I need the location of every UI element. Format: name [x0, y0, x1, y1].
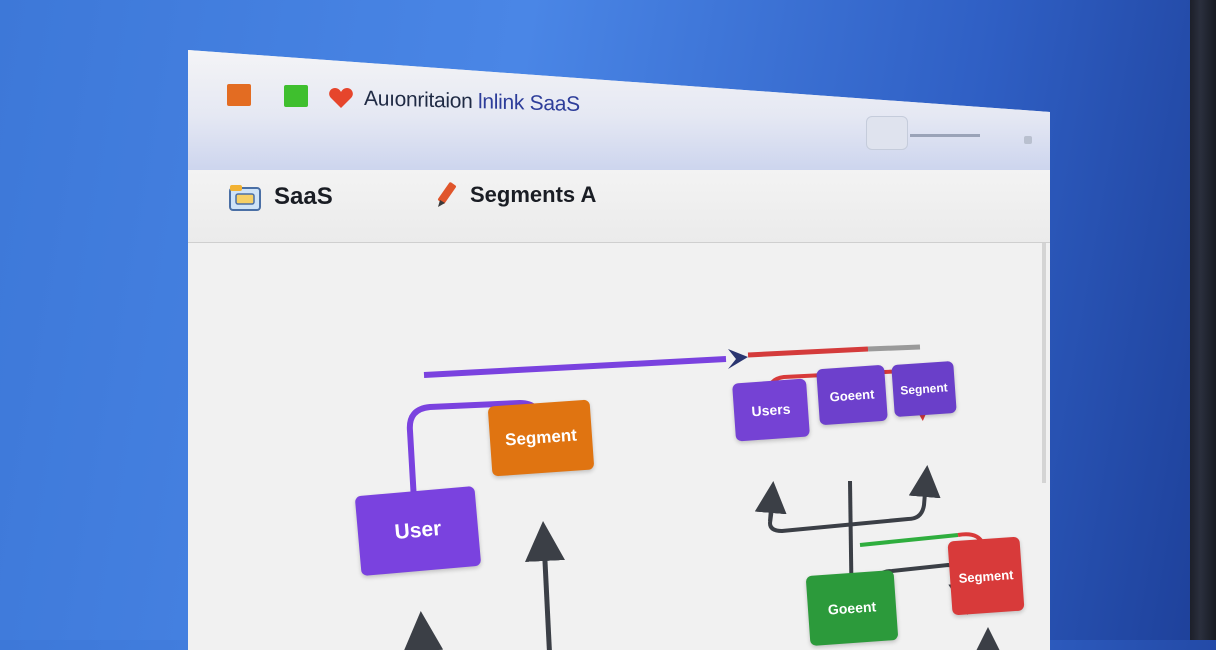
arrowhead-icon — [728, 349, 748, 369]
dark-loop-arrow — [767, 465, 941, 534]
node-users[interactable]: Users — [732, 378, 810, 442]
search-box[interactable] — [866, 116, 908, 150]
flow-canvas[interactable]: User Segment Users Goeent Segnent Goeent… — [188, 243, 1050, 650]
node-segment-small[interactable]: Segnent — [891, 360, 957, 418]
tab-bar: SaaS Segments A — [188, 170, 1050, 243]
tab-segments[interactable]: Segments A — [434, 180, 596, 210]
folder-icon — [229, 185, 261, 211]
pencil-icon — [438, 182, 456, 207]
title-bar: Auıonritaion lnlink SaaS — [188, 50, 1050, 170]
tab-saas[interactable]: SaaS — [228, 182, 333, 212]
heart-icon — [329, 88, 353, 108]
top-flow-line — [423, 356, 727, 378]
monitor-bezel — [1190, 0, 1216, 640]
node-user[interactable]: User — [354, 485, 482, 577]
top-flow-red-line — [747, 346, 869, 358]
orange-square-icon[interactable] — [227, 84, 251, 106]
top-flow-gray-line — [867, 344, 921, 352]
green-square-icon[interactable] — [284, 85, 308, 107]
window-title-main: Auıonritaion — [364, 86, 473, 114]
tab-saas-label: SaaS — [274, 183, 333, 210]
toolbar-slider[interactable] — [910, 134, 980, 137]
green-connector-line — [859, 533, 959, 547]
node-segment[interactable]: Segment — [487, 399, 595, 477]
dark-loop-left-head — [754, 481, 787, 522]
vertical-scrollbar[interactable] — [1042, 243, 1046, 483]
window-title: Auıonritaion lnlink SaaS — [364, 87, 580, 117]
tab-segments-label: Segments A — [470, 182, 597, 207]
flow-connectors — [403, 344, 1004, 650]
node-content-bottom[interactable]: Goeent — [805, 570, 899, 646]
segment-input-arrow — [525, 521, 565, 650]
app-window: Auıonritaion lnlink SaaS SaaS Segments A — [188, 50, 1050, 650]
window-title-accent: lnlink SaaS — [478, 90, 580, 117]
node-segment-red[interactable]: Segment — [947, 536, 1025, 616]
node-content-top[interactable]: Goeent — [816, 364, 888, 426]
toolbar-menu-icon[interactable] — [1024, 136, 1032, 144]
user-input-arrow — [403, 611, 444, 650]
